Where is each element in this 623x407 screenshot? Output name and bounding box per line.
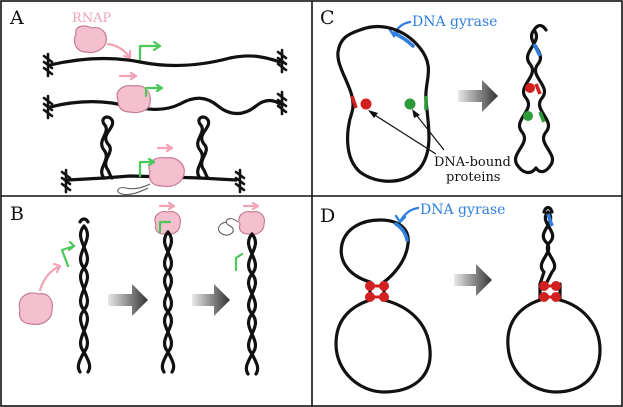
- pointer-to-red-protein: [369, 111, 437, 155]
- dna-bound-protein-green: [404, 98, 416, 110]
- supercoiled-dna-d: [506, 205, 602, 394]
- bridging-protein-3: [365, 292, 375, 302]
- promoter-arrow-3-head: [147, 157, 156, 167]
- anchor-left-row3: [60, 168, 72, 194]
- panel-a: A RNAP: [9, 7, 288, 195]
- panel-d-label: D: [320, 205, 335, 227]
- protein-site-red-c-after: [534, 83, 542, 95]
- gyrase-site-d: [394, 222, 409, 242]
- twisted-dna-b3: [244, 232, 260, 376]
- panel-b: B: [10, 201, 265, 376]
- panel-c-gyrase-label: DNA gyrase: [412, 14, 497, 30]
- anchor-right-row3: [234, 168, 246, 194]
- promoter-arrow-1-head: [152, 40, 162, 52]
- gyrase-site-c: [392, 31, 415, 48]
- gyrase-site-d-after: [546, 213, 554, 227]
- bridging-protein-2: [379, 281, 389, 291]
- protein-site-red-c: [350, 95, 358, 109]
- twisted-dna-b1: [76, 217, 92, 374]
- nascent-rna-b3: [218, 218, 239, 236]
- pointer-to-green-protein-head: [412, 109, 420, 118]
- plectoneme-left: [100, 115, 115, 180]
- rnap-blob-b3: [238, 211, 265, 236]
- pointer-to-red-protein-head: [368, 110, 378, 118]
- motion-arrow-b2-head: [167, 201, 176, 211]
- twisted-dna-b2: [160, 230, 176, 374]
- rnap-blob-transcribing: [148, 157, 185, 188]
- progression-arrow-b1: [108, 284, 148, 316]
- promoter-arrow-b1-head: [67, 240, 76, 252]
- progression-arrow-b2: [192, 284, 230, 316]
- bridging-protein-1: [365, 281, 375, 291]
- bridging-protein-3-after: [539, 292, 549, 302]
- progression-arrow-c: [458, 80, 498, 112]
- anchor-right-row1: [276, 48, 288, 74]
- dna-bound-proteins-label-line1: DNA-bound: [434, 155, 511, 170]
- rnap-label: RNAP: [72, 11, 112, 26]
- anchor-right-row2: [276, 90, 288, 116]
- anchor-left-row2: [42, 94, 54, 120]
- rnap-approach-arrow-b-head: [52, 262, 62, 274]
- motion-arrow-row3-head: [165, 143, 174, 153]
- panel-a-label: A: [9, 7, 24, 29]
- relaxed-dna-loop: [336, 25, 431, 183]
- progression-arrow-d: [454, 264, 492, 296]
- pointer-to-green-protein: [413, 111, 445, 151]
- dna-bound-protein-green-after: [523, 111, 533, 121]
- promoter-arrow-b1: [60, 244, 76, 268]
- dna-bound-protein-red-after: [525, 83, 535, 93]
- bridging-protein-1-after: [539, 281, 549, 291]
- rnap-blob-free: [73, 25, 107, 54]
- panel-c: C DNA gyrase DNA-bound proteins: [320, 7, 554, 185]
- panel-d: D DNA gyrase: [320, 202, 602, 394]
- panel-d-gyrase-label: DNA gyrase: [420, 202, 505, 218]
- promoter-arrow-3: [138, 160, 156, 178]
- relaxed-dna-double-loop: [334, 218, 432, 394]
- panel-b-label: B: [10, 203, 24, 225]
- dna-bound-protein-red: [360, 98, 372, 110]
- dna-strand-row1: [48, 54, 282, 68]
- anchor-left-row1: [42, 52, 54, 78]
- panel-c-gyrase-arrow-head: [388, 28, 401, 38]
- panel-a-row1: [42, 25, 288, 78]
- nascent-rna: [117, 183, 151, 195]
- rnap-blob-bound: [116, 85, 151, 114]
- bridging-protein-4-after: [551, 292, 561, 302]
- panel-a-row3: [60, 115, 246, 195]
- promoter-arrow-b2: [158, 220, 172, 234]
- rnap-blob-b1: [18, 292, 53, 325]
- dna-bound-proteins-label-line2: proteins: [446, 170, 500, 185]
- motion-arrow-b3-head: [251, 201, 260, 211]
- promoter-arrow-2-head: [155, 83, 164, 93]
- rnap-approach-arrow-head: [122, 49, 132, 60]
- gyrase-site-c-after: [532, 43, 542, 57]
- plectoneme-right: [196, 115, 211, 180]
- rnap-approach-arrow: [106, 42, 132, 60]
- rnap-approach-arrow-b: [38, 264, 62, 292]
- promoter-arrow-2: [144, 86, 164, 98]
- dna-strand-row2: [48, 96, 282, 116]
- protein-site-green-c-after: [538, 111, 546, 123]
- motion-arrow-row2-head: [129, 71, 138, 81]
- bridging-protein-2-after: [551, 281, 561, 291]
- promoter-arrow-1: [138, 44, 162, 64]
- panel-d-gyrase-arrow-head: [394, 214, 407, 224]
- bridging-protein-4: [379, 292, 389, 302]
- panel-a-row2: [42, 71, 288, 120]
- promoter-arrow-b3: [234, 252, 244, 272]
- panel-c-label: C: [320, 7, 335, 29]
